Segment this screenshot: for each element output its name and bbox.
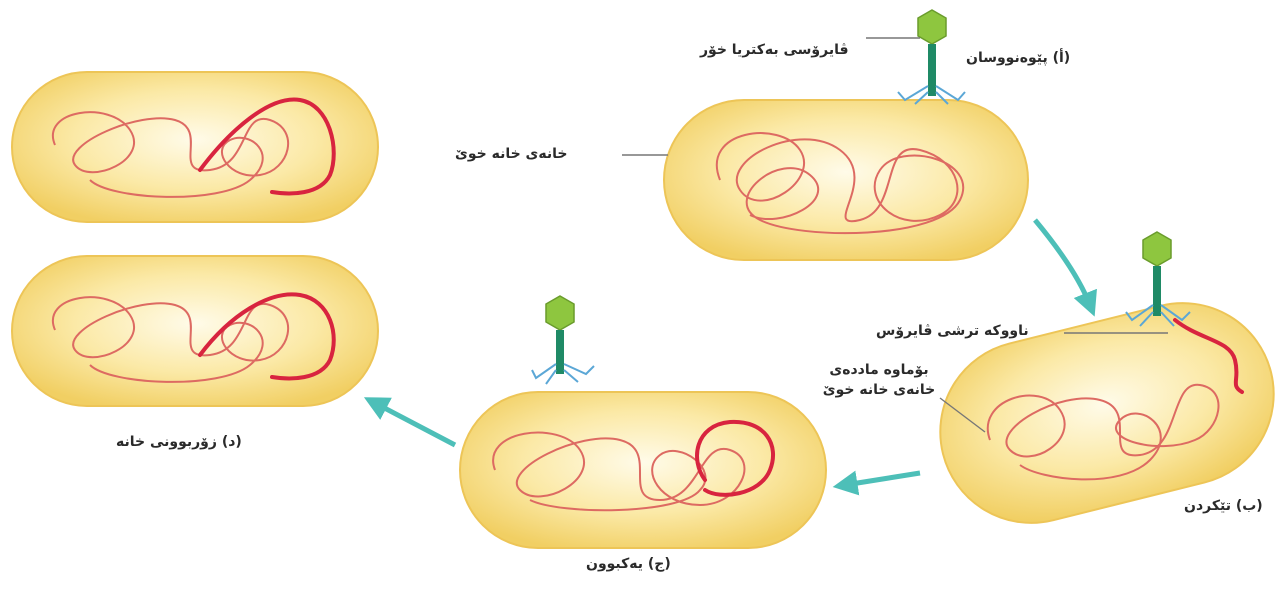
label-host-genetic-material-line2: خانەی خانە خوێ (804, 380, 954, 400)
arrow-a-to-b (1035, 220, 1090, 305)
label-stage-b: (ب) تێکردن (1184, 496, 1263, 516)
label-viral-nucleic-acid: ناووکە ترشی ڤایرۆس (876, 321, 1029, 341)
arrow-b-to-c (845, 473, 920, 485)
label-stage-d: (د) زۆربوونی خانە (116, 432, 242, 452)
arrow-c-to-d (375, 403, 455, 445)
label-stage-a: (أ) پێوەنووسان (966, 48, 1070, 68)
cell-d-bottom (12, 256, 378, 406)
cell-d-top (12, 72, 378, 222)
phage-c (532, 296, 594, 384)
label-phage-virus: ڤایرۆسی بەکتریا خۆر (700, 40, 849, 60)
phage-a (898, 10, 965, 104)
cell-a (664, 100, 1028, 260)
label-stage-c: (ج) یەکبوون (586, 554, 671, 574)
cell-c (460, 392, 826, 548)
label-host-cell: خانەی خانە خوێ (455, 144, 567, 164)
label-host-genetic-material: بۆماوە ماددەی خانەی خانە خوێ (804, 360, 954, 401)
label-host-genetic-material-line1: بۆماوە ماددەی (804, 360, 954, 380)
